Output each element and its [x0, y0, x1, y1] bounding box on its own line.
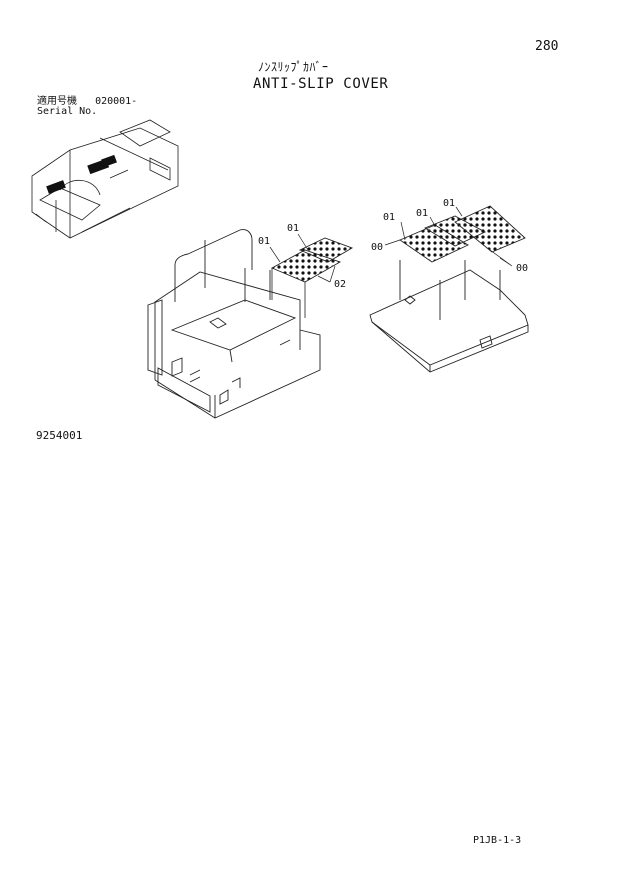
- cab-floor-assembly: [147, 229, 321, 419]
- right-anti-slip-covers: [384, 205, 526, 267]
- serial-value: 020001-: [95, 96, 138, 107]
- document-code: P1JB-1-3: [473, 835, 522, 846]
- callout-right-01b: 01: [416, 208, 428, 219]
- serial-label-english: Serial No.: [37, 106, 98, 117]
- callout-left-01a: 01: [258, 236, 270, 247]
- callout-right-00a: 00: [371, 242, 383, 253]
- callout-right-01c: 01: [443, 198, 455, 209]
- page-number: 280: [535, 39, 559, 54]
- left-anti-slip-covers: [269, 233, 354, 318]
- figure-number: 9254001: [36, 429, 83, 442]
- title-english: ANTI-SLIP COVER: [253, 76, 389, 92]
- serial-label-jp-text: 適用号機: [37, 96, 77, 107]
- floor-plate-assembly: [369, 260, 529, 373]
- serial-label-japanese: 適用号機 020001-: [37, 97, 137, 107]
- machine-thumbnail: [31, 119, 179, 239]
- callout-left-01b: 01: [287, 223, 299, 234]
- callout-right-01a: 01: [383, 212, 395, 223]
- callout-left-02: 02: [334, 279, 346, 290]
- title-japanese: ﾉﾝｽﾘｯﾌﾟｶﾊﾞｰ: [258, 60, 329, 74]
- callout-right-00b: 00: [516, 263, 528, 274]
